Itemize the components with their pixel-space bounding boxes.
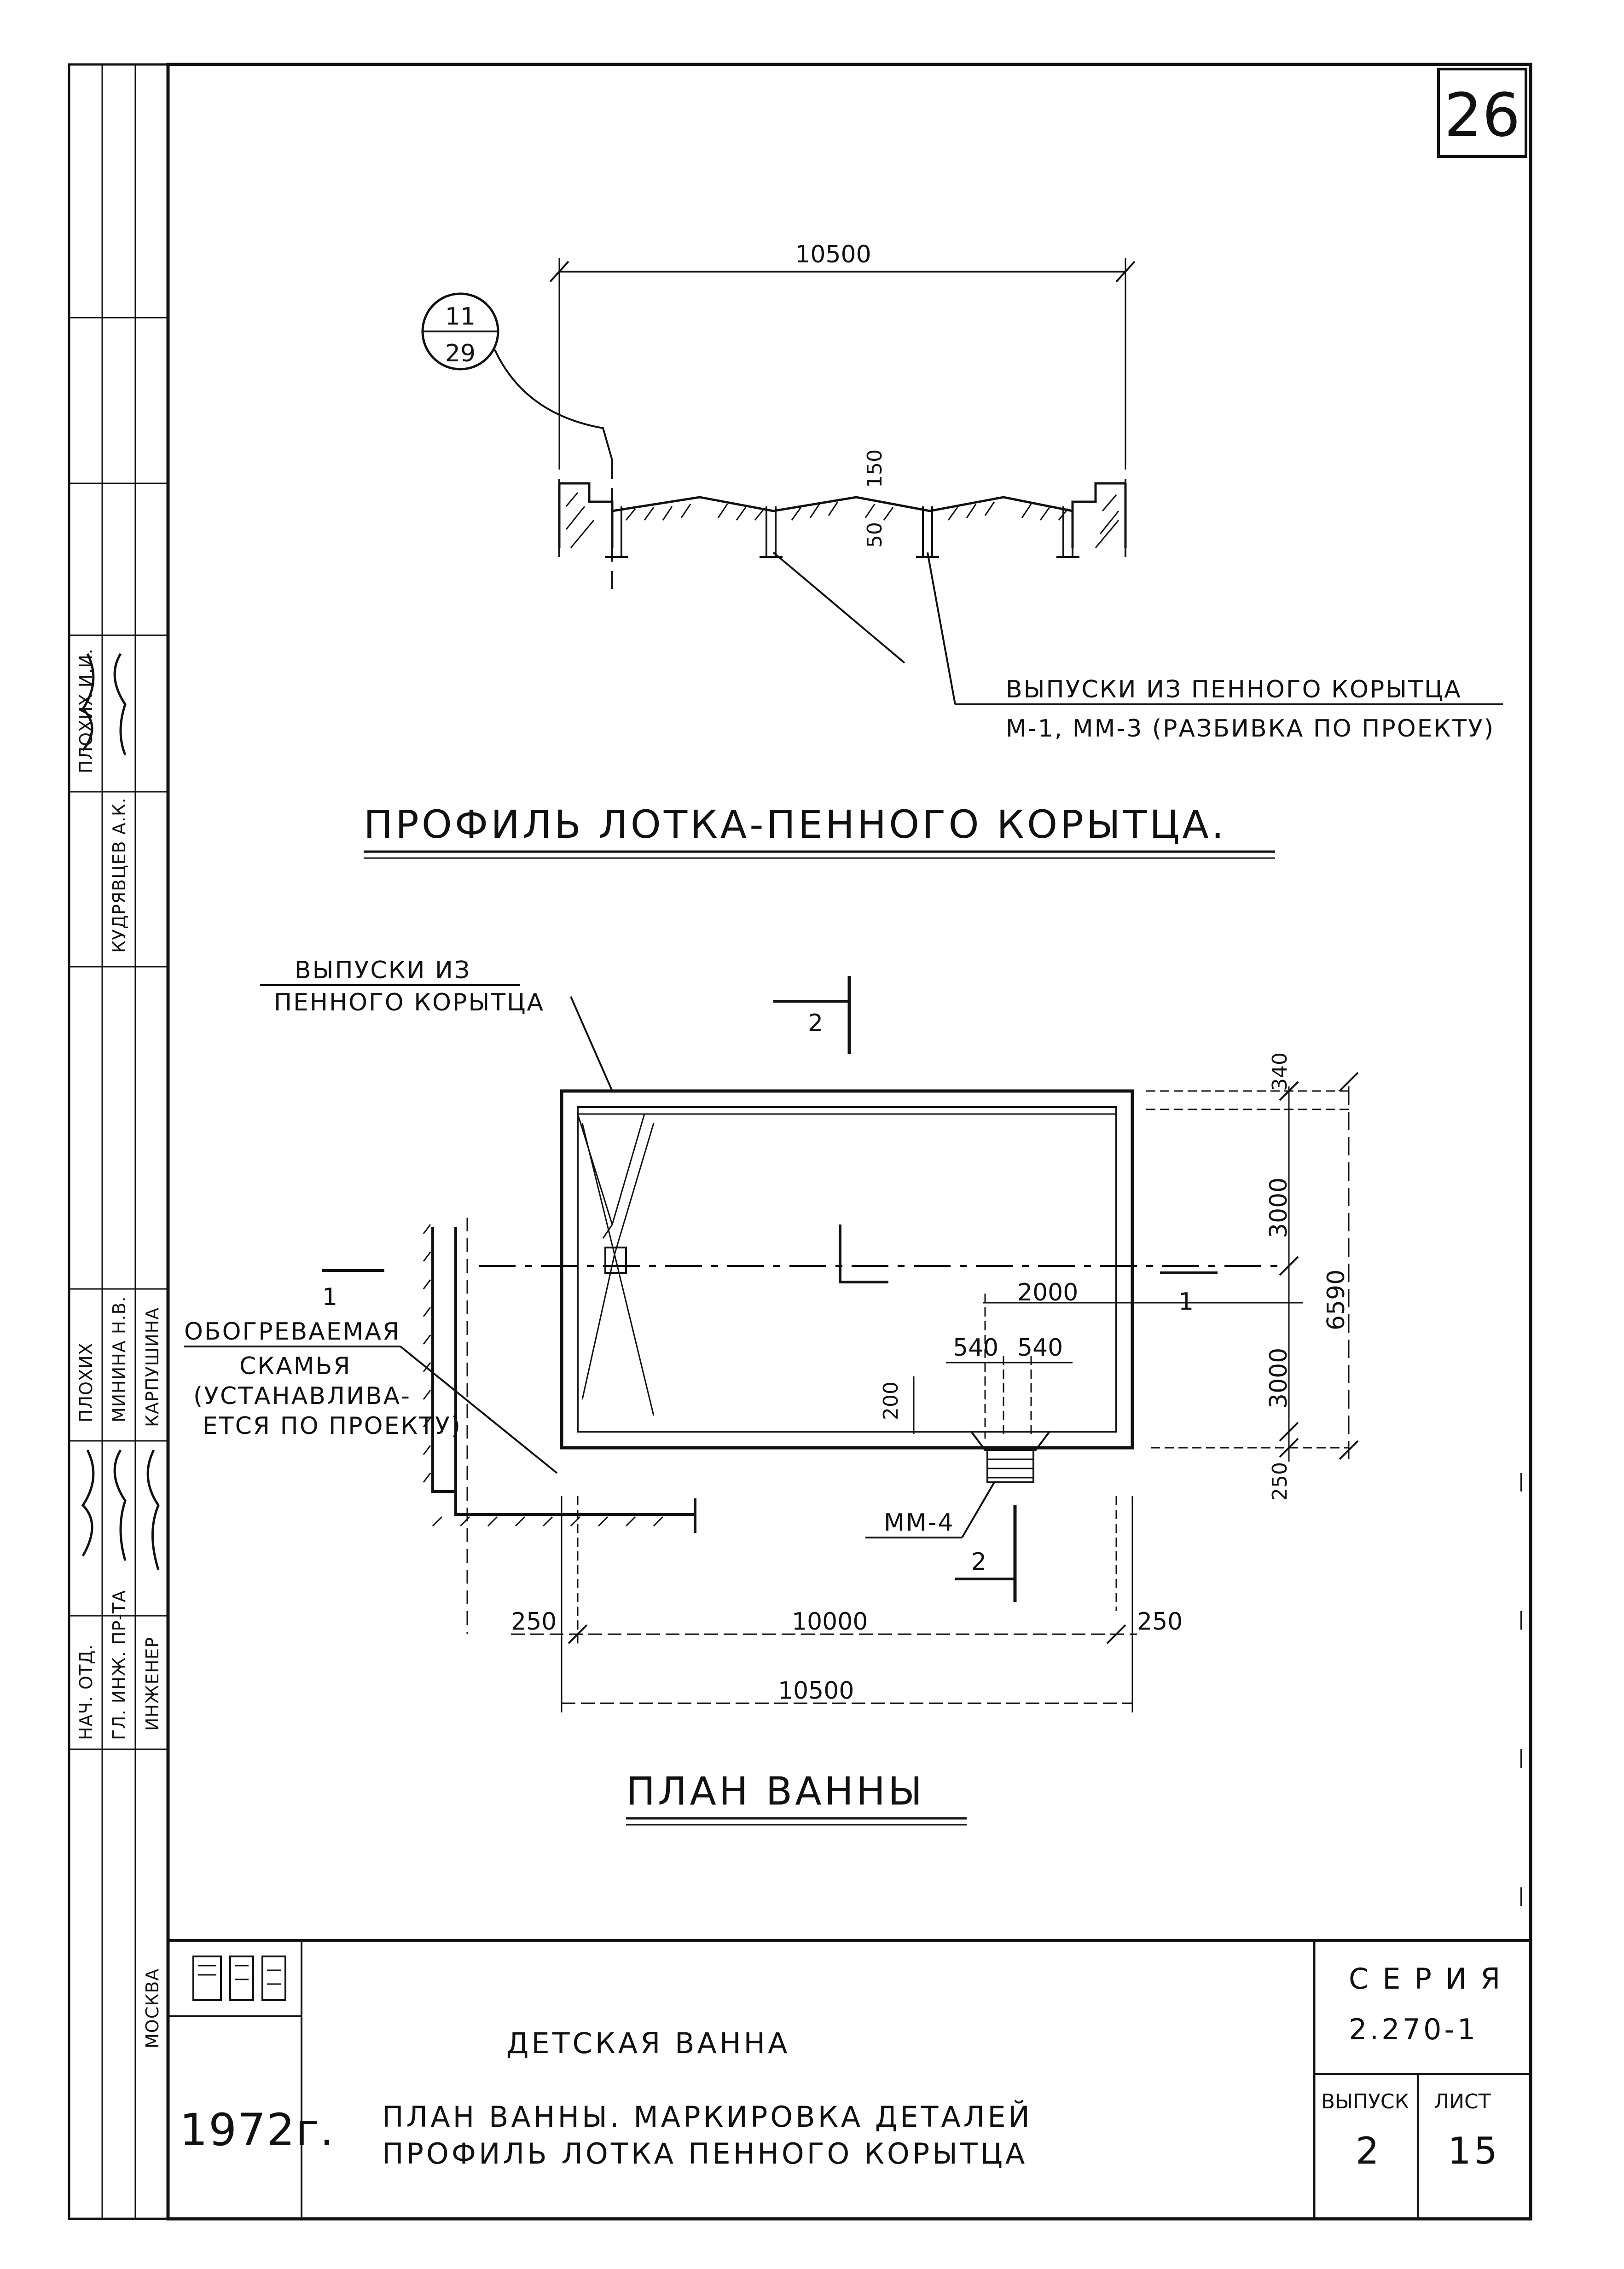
stamp-name-plokhikh: ПЛОХИХ bbox=[76, 1342, 96, 1422]
issue-value: 2 bbox=[1356, 2130, 1382, 2172]
sheet-frame bbox=[166, 63, 1532, 2221]
sheet-value: 15 bbox=[1448, 2130, 1500, 2172]
plan-dim-2000: 2000 bbox=[1017, 1279, 1078, 1306]
series-label: СЕРИЯ bbox=[1349, 1962, 1514, 1996]
title-block: 1972г. ДЕТСКАЯ ВАННА ПЛАН ВАННЫ. МАРКИРО… bbox=[180, 1956, 1514, 2172]
plan-dim-540b: 540 bbox=[1017, 1334, 1063, 1362]
plan-dim-250-right: 250 bbox=[1268, 1462, 1292, 1501]
plan-dim-200: 200 bbox=[879, 1381, 903, 1420]
issue-label: ВЫПУСК bbox=[1321, 2090, 1409, 2113]
plan-drawing: ВЫПУСКИ ИЗ ПЕННОГО КОРЫТЦА 2 1 1 ОБОГРЕВ… bbox=[184, 957, 1359, 1826]
plan-dim-250-right-bottom: 250 bbox=[1137, 1608, 1183, 1636]
plan-dim-540a: 540 bbox=[953, 1334, 998, 1362]
mm4-label: ММ-4 bbox=[884, 1509, 955, 1537]
title-name: ДЕТСКАЯ ВАННА bbox=[506, 2026, 790, 2060]
stamp-role-chief-dept: НАЧ. ОТД. bbox=[76, 1644, 96, 1740]
plan-dim-3000-top: 3000 bbox=[1265, 1178, 1293, 1238]
plan-dim-10500: 10500 bbox=[778, 1677, 854, 1705]
stamp-role-chief-project: ГЛ. ИНЖ. ПР-ТА bbox=[109, 1590, 129, 1740]
title-subtitle-line1: ПЛАН ВАННЫ. МАРКИРОВКА ДЕТАЛЕЙ bbox=[382, 2100, 1032, 2134]
trough-section bbox=[558, 460, 1127, 598]
series-value: 2.270-1 bbox=[1349, 2013, 1478, 2046]
profile-dim-150: 150 bbox=[863, 449, 887, 488]
section-1-right: 1 bbox=[1178, 1288, 1194, 1316]
stamp-city: МОСКВА bbox=[142, 1968, 162, 2048]
section-1-left: 1 bbox=[322, 1283, 337, 1311]
signatures bbox=[81, 653, 160, 1570]
institute-logo bbox=[192, 1956, 286, 2001]
stamp-role-engineer: ИНЖЕНЕР bbox=[142, 1637, 162, 1731]
sheet-number-box: 26 bbox=[1437, 68, 1527, 158]
section-2-top: 2 bbox=[808, 1010, 823, 1037]
profile-drawing: 10500 11 29 150 50 bbox=[364, 241, 1503, 859]
profile-overall-dim: 10500 bbox=[795, 241, 871, 268]
plan-dim-250-left: 250 bbox=[511, 1608, 557, 1636]
bench-note-line2: СКАМЬЯ bbox=[239, 1352, 351, 1380]
sheet-number: 26 bbox=[1444, 80, 1520, 150]
plan-title: ПЛАН ВАННЫ bbox=[626, 1769, 925, 1814]
profile-note-line2: М-1, ММ-3 (РАЗБИВКА ПО ПРОЕКТУ) bbox=[1006, 715, 1495, 743]
bench-note-line3: (УСТАНАВЛИВА- bbox=[193, 1382, 411, 1410]
stamp-name-kudryavtsev: КУДРЯВЦЕВ А.К. bbox=[109, 797, 129, 953]
bench-note-line4: ЕТСЯ ПО ПРОЕКТУ) bbox=[203, 1412, 462, 1440]
callout-bottom: 29 bbox=[445, 340, 476, 367]
plan-dim-3000-bottom: 3000 bbox=[1265, 1348, 1293, 1409]
plan-dim-340: 340 bbox=[1268, 1052, 1292, 1091]
profile-dim-50: 50 bbox=[863, 522, 887, 548]
section-2-bottom: 2 bbox=[971, 1548, 986, 1576]
plan-note-outlets-line1: ВЫПУСКИ ИЗ bbox=[295, 957, 471, 984]
callout-top: 11 bbox=[445, 303, 476, 331]
profile-title: ПРОФИЛЬ ЛОТКА-ПЕННОГО КОРЫТЦА. bbox=[364, 802, 1227, 847]
plan-dim-6590: 6590 bbox=[1322, 1270, 1350, 1330]
side-stamp: ПЛОХИХ И.И. КУДРЯВЦЕВ А.К. ПЛОХИХ МИНИНА… bbox=[68, 63, 169, 2220]
profile-note-line1: ВЫПУСКИ ИЗ ПЕННОГО КОРЫТЦА bbox=[1006, 676, 1462, 703]
title-subtitle-line2: ПРОФИЛЬ ЛОТКА ПЕННОГО КОРЫТЦА bbox=[382, 2137, 1027, 2170]
title-year: 1972г. bbox=[180, 2104, 335, 2156]
plan-note-outlets-line2: ПЕННОГО КОРЫТЦА bbox=[274, 989, 545, 1016]
stamp-name-karpushina: КАРПУШИНА bbox=[142, 1307, 162, 1427]
bench-note-line1: ОБОГРЕВАЕМАЯ bbox=[184, 1318, 400, 1346]
plan-dim-10000: 10000 bbox=[792, 1608, 868, 1636]
stamp-name-minina: МИНИНА Н.В. bbox=[109, 1296, 129, 1422]
sheet-label: ЛИСТ bbox=[1434, 2090, 1491, 2113]
